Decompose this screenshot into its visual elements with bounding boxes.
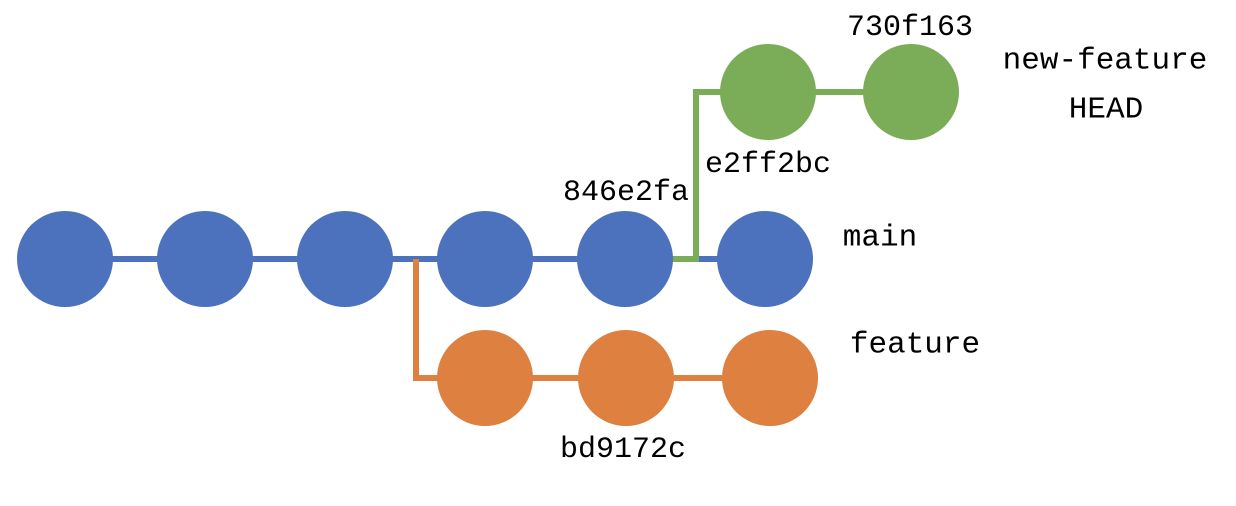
commit-hash-730f163: 730f163 bbox=[846, 11, 974, 45]
new-feature-commit-node-2 bbox=[863, 44, 959, 140]
main-commit-node-4 bbox=[437, 211, 533, 307]
main-commit-node-3 bbox=[297, 211, 393, 307]
main-commit-node-5 bbox=[577, 211, 673, 307]
head-label: HEAD bbox=[1068, 92, 1144, 128]
commit-hash-bd9172c: bd9172c bbox=[559, 433, 687, 467]
main-commit-node-1 bbox=[17, 211, 113, 307]
main-commit-node-6 bbox=[717, 211, 813, 307]
feature-commit-node-2 bbox=[578, 330, 674, 426]
main-commit-node-2 bbox=[157, 211, 253, 307]
branch-label-main: main bbox=[842, 220, 918, 256]
feature-commit-node-3 bbox=[722, 330, 818, 426]
branch-label-new-feature: new-feature bbox=[1002, 43, 1208, 79]
commit-hash-e2ff2bc: e2ff2bc bbox=[704, 148, 832, 182]
new-feature-commit-node-1 bbox=[720, 44, 816, 140]
commit-hash-846e2fa: 846e2fa bbox=[562, 176, 690, 210]
feature-commit-node-1 bbox=[437, 330, 533, 426]
branch-label-feature: feature bbox=[849, 327, 981, 363]
